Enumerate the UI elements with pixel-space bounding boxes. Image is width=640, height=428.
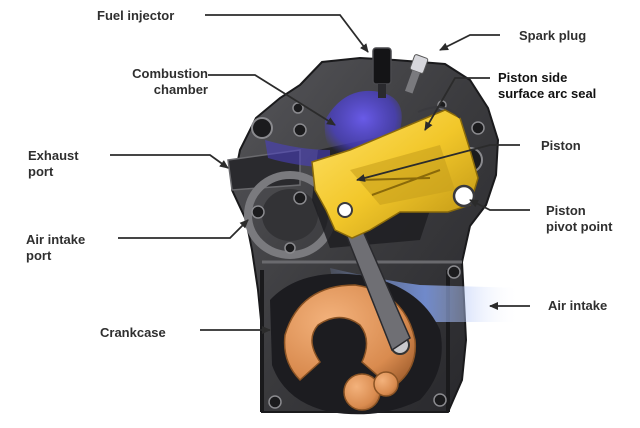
bolt-hole [268,395,282,409]
bolt-hole [447,265,461,279]
fuel-injector-label: Fuel injector [97,8,175,23]
intake-port-core [262,189,318,241]
bolt-hole [433,393,447,407]
arrow-icon [118,219,249,239]
arrow-icon [205,14,369,53]
piston-pivot-label: Piston pivot point [546,203,613,235]
bolt-hole [292,102,304,114]
arrow-icon [469,199,530,211]
piston-wrist-pin [337,202,353,218]
piston-pivot-pin [452,184,476,208]
arc-seal [417,106,461,119]
fuel-injector-tip [378,84,386,98]
bolt-hole [251,117,273,139]
port-bolt [251,205,265,219]
crank-lobe [373,371,399,397]
exhaust-port-label: Exhaust port [28,148,79,180]
piston-web [359,169,441,196]
fuel-injector-body [372,47,392,85]
piston-label: Piston [541,138,581,153]
spark-plug-label: Spark plug [519,28,587,43]
port-bolt [284,242,296,254]
spark-plug-stem [404,70,421,94]
arrow-icon [424,77,490,131]
bolt-hole [471,121,485,135]
arrow-icon [356,144,520,182]
arrow-icon [208,74,336,126]
port-bolt [293,191,307,205]
air-intake-port-label: Air intake port [26,232,86,264]
air-intake-label: Air intake [548,298,608,313]
arrow-icon [110,154,229,169]
piston-seal-label: Piston side surface arc seal [498,70,597,102]
crankcase-label: Crankcase [100,325,166,340]
piston-web [350,145,455,205]
bolt-hole [293,123,307,137]
arrow-icon [439,34,500,51]
combustion-chamber-label: Combustion chamber [132,66,208,98]
